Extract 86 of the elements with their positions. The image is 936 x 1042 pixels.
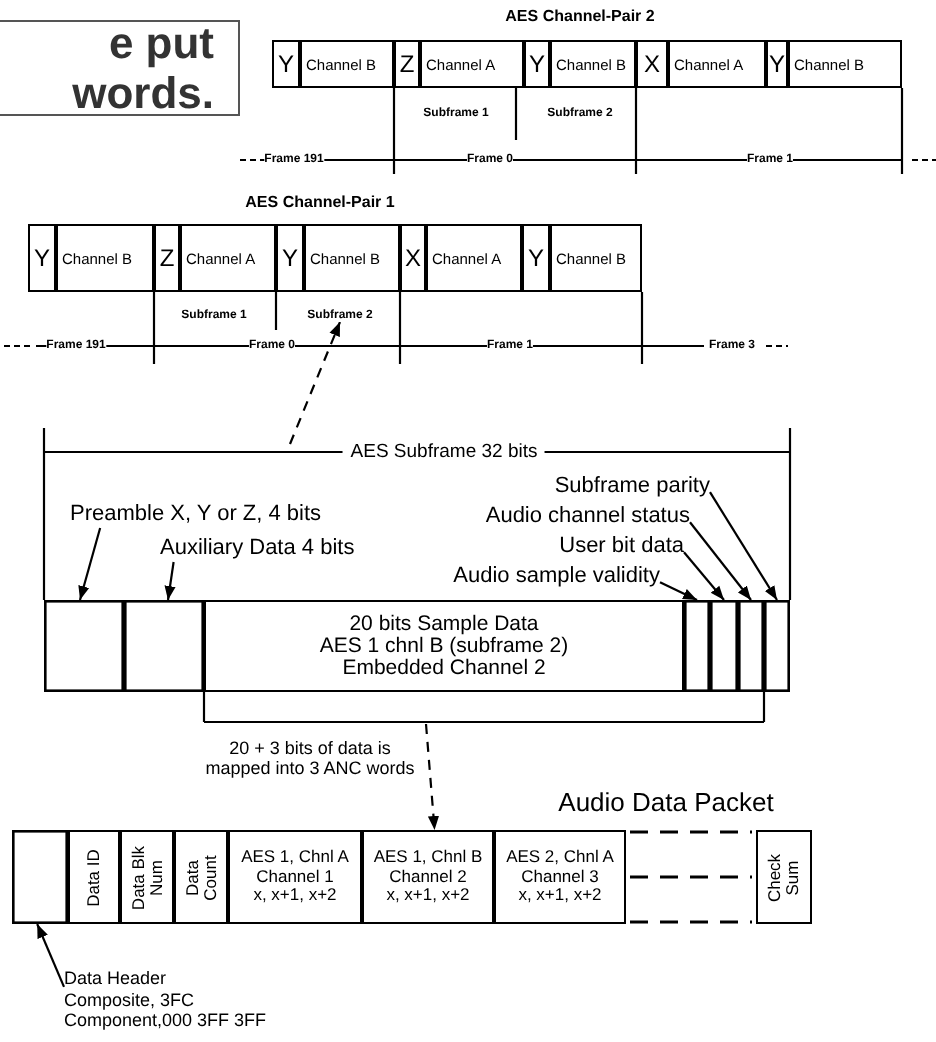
frame-cell (300, 40, 394, 88)
note-text: Composite, 3FC (64, 989, 197, 1010)
callout-text: User bit data (559, 534, 684, 560)
sample-data-field (204, 600, 684, 692)
callout-text: Subframe parity (554, 474, 710, 500)
packet-cell (120, 830, 174, 924)
packet-cell (228, 830, 362, 924)
caption-box: e put words. (0, 20, 240, 116)
cell-text: Channel 3 (521, 867, 599, 887)
frame-cell (272, 40, 300, 88)
leader-line (709, 491, 778, 601)
cell-text: Data Count (183, 852, 219, 904)
bit-field-cell (124, 600, 204, 692)
header-cell (12, 830, 68, 924)
dashed-arrow (424, 723, 440, 831)
leader-line (659, 581, 698, 601)
frame-cell (276, 224, 304, 292)
frame-cell (636, 40, 668, 88)
bit-field-cell (684, 600, 710, 692)
frame-cell (522, 224, 550, 292)
callout-text: Audio sample validity (453, 564, 660, 590)
cell-text: Z (399, 50, 415, 78)
cell-text: Channel 2 (389, 867, 467, 887)
cell-text: Check Sum (766, 850, 802, 906)
callout-text: Audio channel status (485, 504, 690, 530)
cell-text: Z (159, 244, 175, 272)
bit-field-cell (44, 600, 124, 692)
leader-line (36, 923, 65, 988)
cell-text: AES 2, Chnl A (506, 848, 614, 868)
cell-text: AES 1, Chnl A (241, 848, 349, 868)
dashed-arrow (289, 321, 341, 445)
packet-cell (756, 830, 812, 924)
chart-title: AES Channel-Pair 2 (505, 7, 655, 25)
cell-text: x, x+1, x+2 (253, 886, 337, 906)
packet-cell (174, 830, 228, 924)
leader-line (164, 561, 176, 601)
callout-text: Preamble X, Y or Z, 4 bits (70, 502, 322, 528)
callout-text: Auxiliary Data 4 bits (160, 536, 355, 562)
frame-cell (28, 224, 56, 292)
frame-cell (420, 40, 524, 88)
frame-cell (304, 224, 400, 292)
cell-text: Y (528, 50, 545, 78)
packet-cell (494, 830, 626, 924)
frame-cell (56, 224, 154, 292)
cell-text: 20 bits Sample Data (349, 613, 539, 635)
note-text: Component,000 3FF 3FF (64, 1010, 267, 1031)
note-text: Data Header (64, 968, 169, 989)
packet-cell (68, 830, 120, 924)
leader-line (689, 521, 752, 601)
cell-text: x, x+1, x+2 (518, 886, 602, 906)
cell-text: Data ID (85, 846, 103, 910)
frame-cell (766, 40, 788, 88)
continuation-cell (626, 830, 756, 924)
bit-field-cell (738, 600, 764, 692)
cell-text: Embedded Channel 2 (342, 657, 546, 679)
frame-cell (400, 224, 426, 292)
cell-text: X (404, 244, 421, 272)
cell-text: Y (277, 50, 294, 78)
frame-cell (524, 40, 550, 88)
bit-field-cell (764, 600, 790, 692)
cell-text: Channel 1 (256, 867, 334, 887)
frame-cell (154, 224, 180, 292)
section-title: Audio Data Packet (558, 787, 774, 817)
cell-text: AES 1 chnl B (subframe 2) (319, 635, 569, 657)
frame-cell (180, 224, 276, 292)
packet-cell (362, 830, 494, 924)
cell-text: Y (768, 50, 785, 78)
frame-cell (668, 40, 766, 88)
cell-text: AES 1, Chnl B (373, 848, 483, 868)
cell-text: Y (527, 244, 544, 272)
cell-text: Data Blk Num (129, 842, 165, 914)
note-text: 20 + 3 bits of data is mapped into 3 ANC words (203, 738, 417, 778)
cell-text: X (643, 50, 660, 78)
frame-cell (426, 224, 522, 292)
dimension-label: AES Subframe 32 bits (342, 441, 546, 463)
cell-text: Y (281, 244, 298, 272)
chart-title: AES Channel-Pair 1 (245, 193, 395, 211)
frame-cell (394, 40, 420, 88)
frame-cell (550, 224, 642, 292)
cell-text: Y (33, 244, 50, 272)
leader-line (78, 527, 102, 601)
frame-cell (788, 40, 902, 88)
frame-cell (550, 40, 636, 88)
bit-field-cell (710, 600, 738, 692)
leader-line (683, 551, 725, 601)
cell-text: x, x+1, x+2 (386, 886, 470, 906)
